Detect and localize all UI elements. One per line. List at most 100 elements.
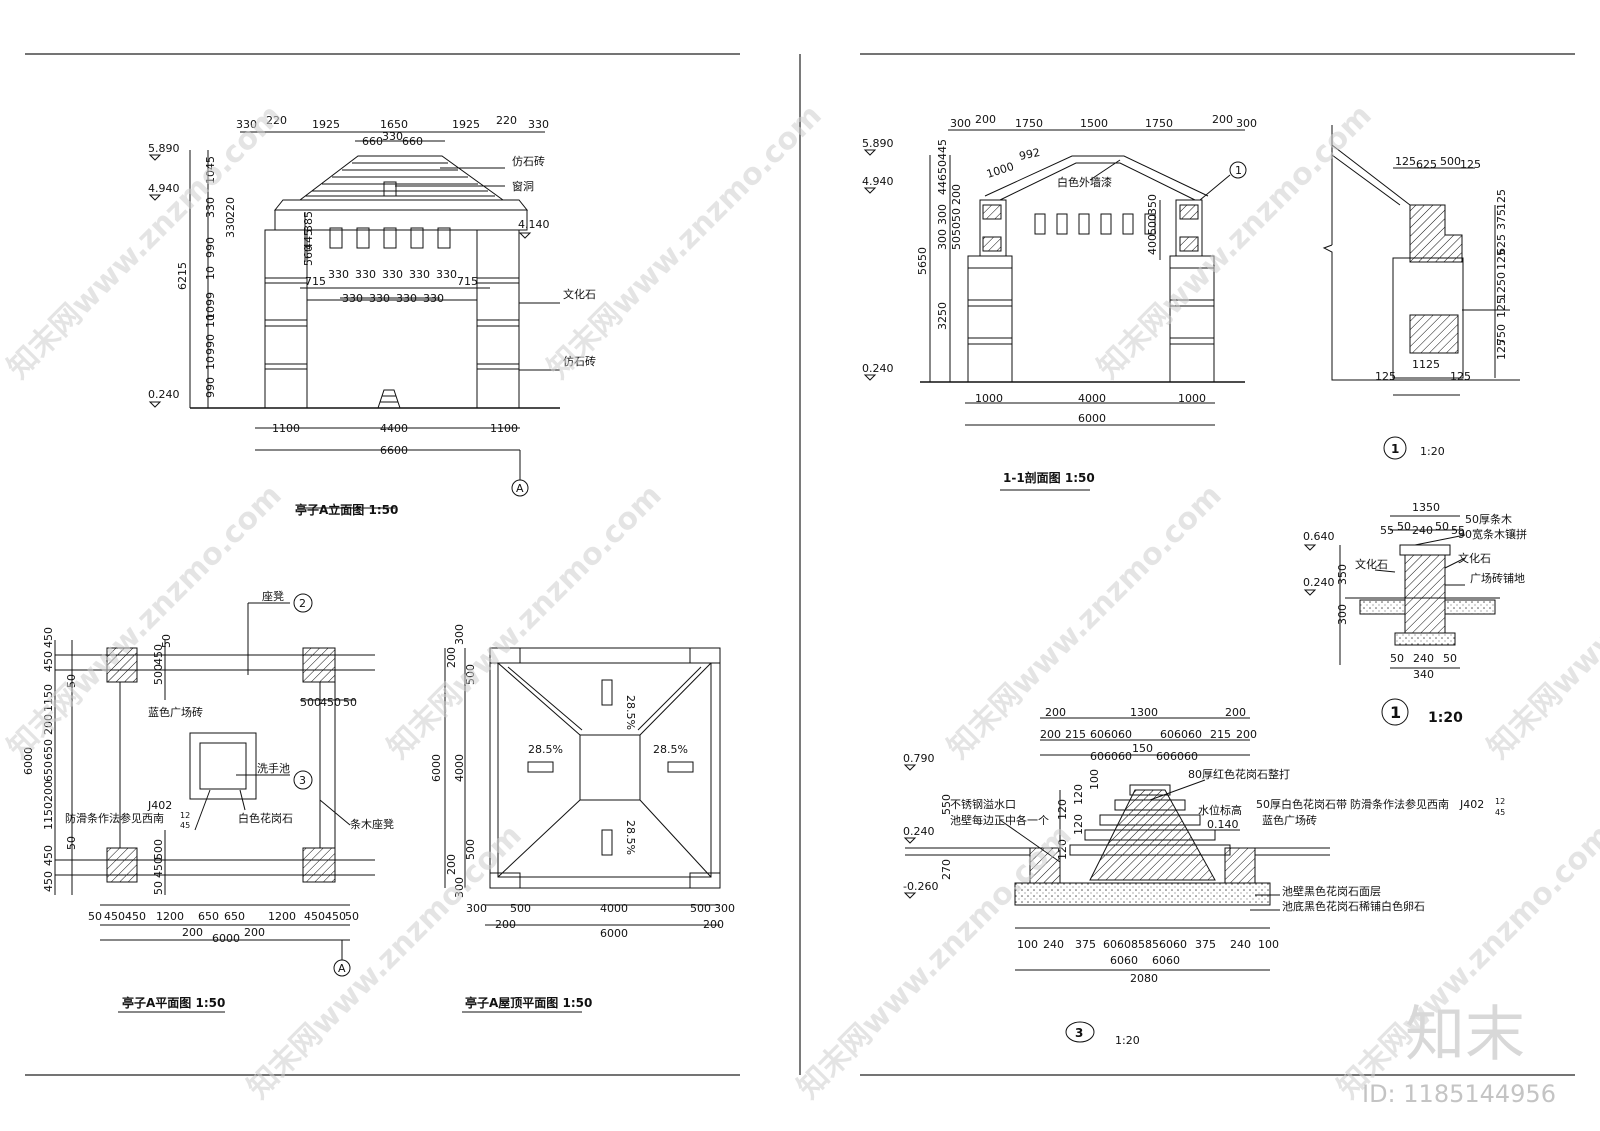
sec-level: 4.940 [862, 175, 894, 188]
pool-left-dim: 550 [940, 794, 953, 815]
plan-title: 亭子A平面图 1:50 [122, 995, 225, 1010]
pool-bottom-dim: 240 [1230, 938, 1251, 951]
sec-left-dim: 200 [950, 184, 963, 205]
sec-left-dim: 50 [950, 208, 963, 222]
plan-right-dim: 500 [152, 839, 165, 860]
plan-corner-dim: 50 [343, 696, 357, 709]
roof-bottom-dim2: 200 [495, 918, 516, 931]
pool-top-dim2: 215 [1210, 728, 1231, 741]
elev-left-dim: 10 [204, 314, 217, 328]
pool-note: 80厚红色花岗石整打 [1188, 767, 1290, 781]
elev-inner-dim: 445 [302, 229, 315, 250]
pool-note: 池壁每边正中各一个 [950, 813, 1049, 827]
sheet-frame [25, 53, 1575, 1076]
sec-top-dim: 1750 [1145, 117, 1173, 130]
elev-note: 仿石砖 [512, 154, 545, 168]
pool-bottom-dim2: 60 [1166, 954, 1180, 967]
plan-bottom-dim: 450 [304, 910, 325, 923]
roof-left-dim: 200 [445, 854, 458, 875]
bench-text: 1350 55 50 240 50 55 50厚条木 90宽条木镶拼 文化石 文… [1303, 501, 1527, 726]
d1-top-dim: 125 [1460, 158, 1481, 171]
elev-window-dim: 715 [457, 275, 478, 288]
brand-id: ID: 1185144956 [1362, 1080, 1556, 1108]
bench-left-dim: 350 [1336, 564, 1349, 585]
pool-top-dim2: 60 [1090, 728, 1104, 741]
sec-arc-dim: 992 [1018, 146, 1041, 163]
bench-label-num: 1 [1390, 703, 1401, 722]
elev-level: 4.940 [148, 182, 180, 195]
bench-top-dim: 50 [1397, 520, 1411, 533]
sec-bottom-dim: 1000 [975, 392, 1003, 405]
pool-bottom-dim2: 60 [1152, 954, 1166, 967]
elev-ridge-dim: 660 [362, 135, 383, 148]
pool-left-dim: 120 [1072, 814, 1085, 835]
bench-note: 50厚条木 [1465, 512, 1512, 526]
sec-total-dim: 6000 [1078, 412, 1106, 425]
plan-corner-dim: 450 [320, 696, 341, 709]
plan-left-dim: 450 [42, 845, 55, 866]
sec-callout: 1 [1235, 164, 1242, 177]
elev-top-dim: 1925 [452, 118, 480, 131]
plan-left-dim: 200 [42, 781, 55, 802]
elev-level: 0.240 [148, 388, 180, 401]
elev-window-dim: 330 [355, 268, 376, 281]
bench-bottom-dim: 240 [1413, 652, 1434, 665]
brand-layer: 知末 ID: 1185144956 [1362, 1000, 1556, 1108]
d1-right-dim: 750 [1495, 324, 1508, 345]
pool-bottom-dim: 60 [1117, 938, 1131, 951]
roof-left-dim: 500 [464, 664, 477, 685]
plan-left-dim: 1150 [42, 684, 55, 712]
roof-slope: 28.5% [624, 695, 637, 730]
pool-top-dim2: 200 [1040, 728, 1061, 741]
d1-right-dim: 125 [1495, 297, 1508, 318]
pool-note: 防滑条作法参见西南 [1350, 797, 1449, 811]
plan-note: 洗手池 [257, 761, 290, 775]
elev-top-dim: 220 [496, 114, 517, 127]
elev-window-dim: 330 [382, 268, 403, 281]
watermark-text: 知末网www.znzmo.com [541, 98, 829, 386]
plan-callout: 2 [299, 597, 306, 610]
plan-bottom-dim2: 200 [182, 926, 203, 939]
plan-note: 防滑条作法参见西南 [65, 811, 164, 825]
elev-level: 5.890 [148, 142, 180, 155]
sec-left-dim: 5050 [950, 222, 963, 250]
plan-left-dim: 200 [42, 714, 55, 735]
watermark-text: 知末网www.znzmo.com [1, 478, 289, 766]
plan-total-dim: 6000 [212, 932, 240, 945]
bench-level: 0.240 [1303, 576, 1335, 589]
sec-bottom-dim: 1000 [1178, 392, 1206, 405]
plan-axis-label: A [338, 962, 346, 975]
elev-note: 仿石砖 [563, 354, 596, 368]
pool-left-dim: 120 [1056, 839, 1069, 860]
plan-drawing [54, 593, 375, 1013]
elev-top-dim: 1925 [312, 118, 340, 131]
plan-left-dim: 450 [42, 651, 55, 672]
pool-drawing [903, 717, 1330, 1043]
plan-right-dim: 450 [152, 857, 165, 878]
pool-top-dim2: 60 [1188, 728, 1202, 741]
pool-top-dim2: 200 [1236, 728, 1257, 741]
pool-bottom-dim2: 60 [1124, 954, 1138, 967]
d1-right-dim: 375 [1495, 209, 1508, 230]
roof-bottom-dim: 500 [510, 902, 531, 915]
pool-note: 池底黑色花岗石稀铺白色卵石 [1282, 899, 1425, 913]
bench-note: 90宽条木镶拼 [1458, 527, 1527, 541]
roofplan-title: 亭子A屋顶平面图 1:50 [465, 995, 592, 1010]
pool-note: 池壁黑色花岗石面层 [1282, 884, 1381, 898]
pool-bottom-dim: 60 [1173, 938, 1187, 951]
pool-bottom-dim: 60 [1159, 938, 1173, 951]
pool-total-dim: 2080 [1130, 972, 1158, 985]
elev-window-dim: 330 [409, 268, 430, 281]
d1-top-dim: 625 [1416, 158, 1437, 171]
plan-right-dim: 500 [152, 664, 165, 685]
detail1-text: 125 625 500 125 375 125 625 125 1250 125… [1375, 155, 1508, 458]
elev-window-dim2: 330 [342, 292, 363, 305]
plan-bottom-dim: 450 [325, 910, 346, 923]
sec-left-dim: 44650 [936, 160, 949, 195]
d1-label-num: 1 [1391, 442, 1399, 456]
bench-top-dim: 55 [1380, 524, 1394, 537]
pool-bottom-dim2: 60 [1110, 954, 1124, 967]
sec-top-dim: 300 [950, 117, 971, 130]
sec-inner-dim: 350 [1146, 194, 1159, 215]
bench-bottom-dim: 50 [1443, 652, 1457, 665]
